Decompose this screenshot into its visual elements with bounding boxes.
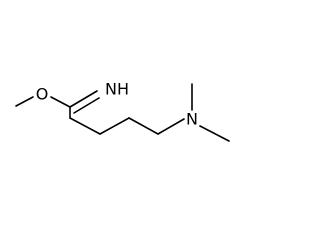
bond-nitrogen-methyl-right — [199, 125, 230, 142]
atom-amine-nitrogen: N — [186, 110, 198, 129]
bond-c2-c3 — [69, 117, 101, 135]
atom-oxygen: O — [36, 85, 49, 104]
bond-imine-double-b — [73, 97, 100, 114]
molecule-structure: O NH N — [15, 80, 230, 142]
structure-canvas: O NH N — [15, 79, 230, 142]
bond-oxygen-carbon — [50, 96, 71, 108]
bond-c3-c4 — [99, 117, 130, 135]
bond-c5-c6 — [157, 118, 185, 135]
bond-methyl-oxygen — [15, 96, 34, 107]
bond-c4-c5 — [128, 117, 159, 135]
bond-imine-double-a — [69, 90, 98, 108]
atom-imine-nitrogen: NH — [105, 80, 129, 99]
